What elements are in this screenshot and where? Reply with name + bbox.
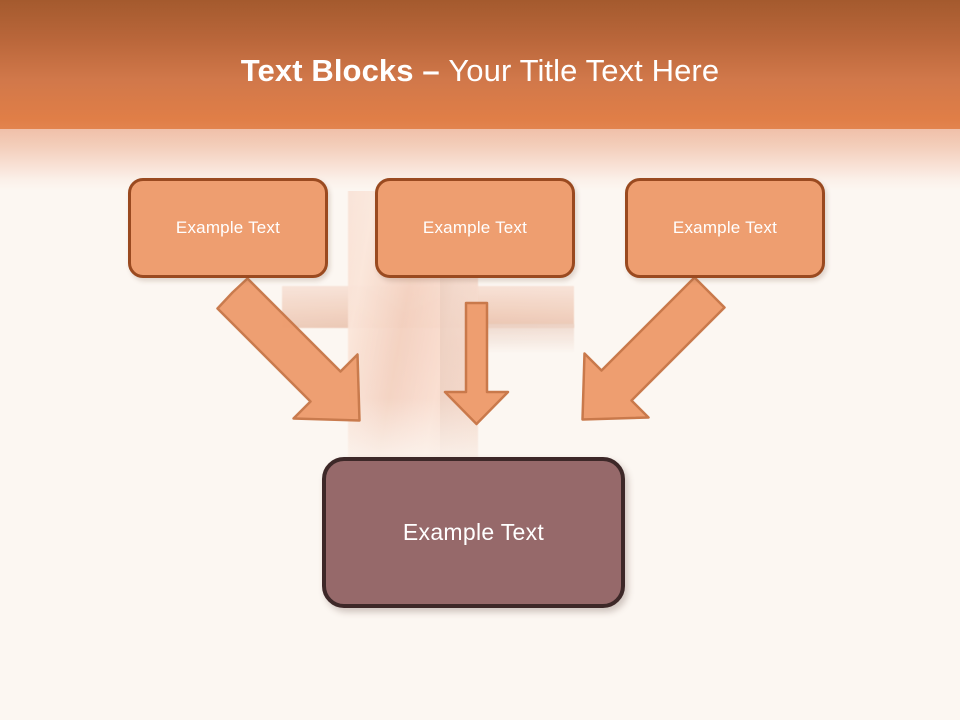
page-title-dash: –: [422, 53, 449, 88]
page-title: Text Blocks – Your Title Text Here: [0, 52, 960, 90]
slide-header-band: [0, 0, 960, 129]
result-text-block[interactable]: Example Text: [322, 457, 625, 608]
text-block-1-label: Example Text: [175, 218, 281, 237]
text-block-3-label: Example Text: [672, 218, 778, 237]
text-block-2-label: Example Text: [422, 218, 528, 237]
page-title-regular-part: Your Title Text Here: [448, 53, 720, 88]
result-text-block-label: Example Text: [402, 519, 545, 545]
text-block-3[interactable]: Example Text: [625, 178, 825, 278]
text-block-2[interactable]: Example Text: [375, 178, 575, 278]
text-block-1[interactable]: Example Text: [128, 178, 328, 278]
page-title-bold-part: Text Blocks: [240, 53, 423, 88]
